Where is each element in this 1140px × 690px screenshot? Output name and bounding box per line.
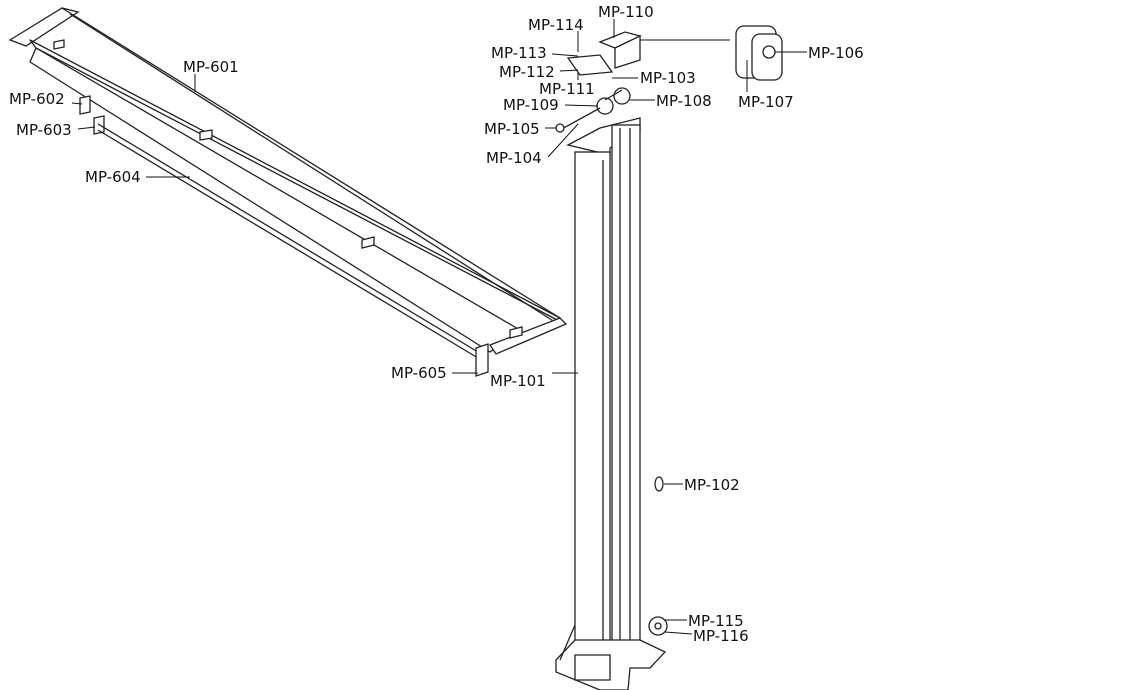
label-mp-103: MP-103 xyxy=(640,69,696,87)
leader-lines xyxy=(71,19,807,635)
label-mp-107: MP-107 xyxy=(738,93,794,111)
label-mp-112: MP-112 xyxy=(499,63,555,81)
label-mp-116: MP-116 xyxy=(693,627,749,645)
cross-beam-drawing xyxy=(8,7,568,355)
label-mp-604: MP-604 xyxy=(85,168,141,186)
label-mp-111: MP-111 xyxy=(539,80,595,98)
label-mp-601: MP-601 xyxy=(183,58,239,76)
post-drawing xyxy=(555,117,667,690)
small-parts-drawing xyxy=(555,25,783,636)
label-mp-105: MP-105 xyxy=(484,120,540,138)
rod-drawing xyxy=(97,123,489,377)
label-mp-109: MP-109 xyxy=(503,96,559,114)
label-mp-603: MP-603 xyxy=(16,121,72,139)
label-mp-602: MP-602 xyxy=(9,90,65,108)
label-mp-104: MP-104 xyxy=(486,149,542,167)
label-mp-106: MP-106 xyxy=(808,44,864,62)
label-mp-114: MP-114 xyxy=(528,16,584,34)
label-mp-101: MP-101 xyxy=(490,372,546,390)
label-mp-115: MP-115 xyxy=(688,612,744,630)
label-mp-110: MP-110 xyxy=(598,3,654,21)
label-mp-108: MP-108 xyxy=(656,92,712,110)
label-mp-605: MP-605 xyxy=(391,364,447,382)
label-mp-113: MP-113 xyxy=(491,44,547,62)
label-mp-102: MP-102 xyxy=(684,476,740,494)
